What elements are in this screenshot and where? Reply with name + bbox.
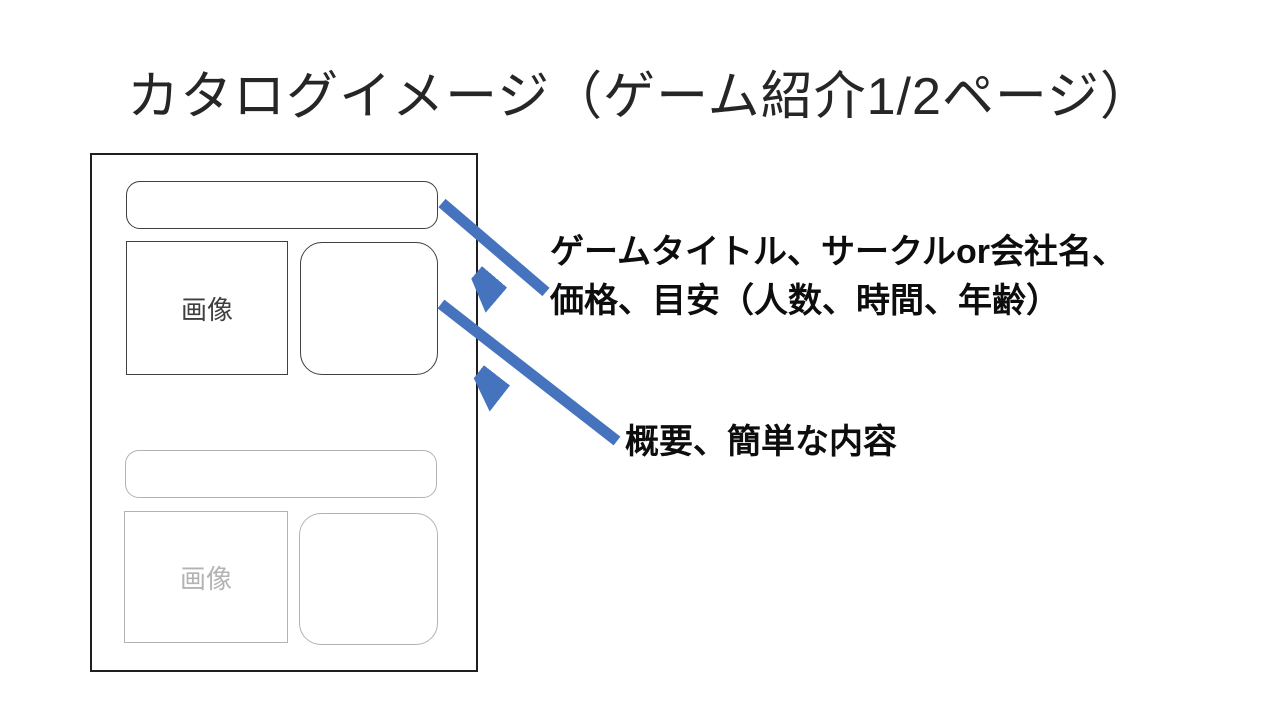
annotation-overview-note: 概要、簡単な内容 (625, 423, 897, 461)
image-placeholder-label-top: 画像 (180, 294, 233, 325)
title-bar-placeholder-bottom (125, 450, 437, 498)
description-box-placeholder-top (300, 242, 438, 375)
image-placeholder-label-bottom: 画像 (179, 563, 232, 594)
annotation-title-note: ゲームタイトル、サークルor会社名、 価格、目安（人数、時間、年齢） (550, 233, 1126, 320)
image-placeholder-top: 画像 (126, 241, 288, 375)
slide-title: カタログイメージ（ゲーム紹介1/2ページ） (127, 68, 1153, 126)
image-placeholder-bottom: 画像 (124, 511, 288, 643)
title-bar-placeholder-top (126, 181, 438, 229)
catalog-page-outline: 画像 画像 (90, 153, 478, 672)
description-box-placeholder-bottom (299, 513, 438, 645)
